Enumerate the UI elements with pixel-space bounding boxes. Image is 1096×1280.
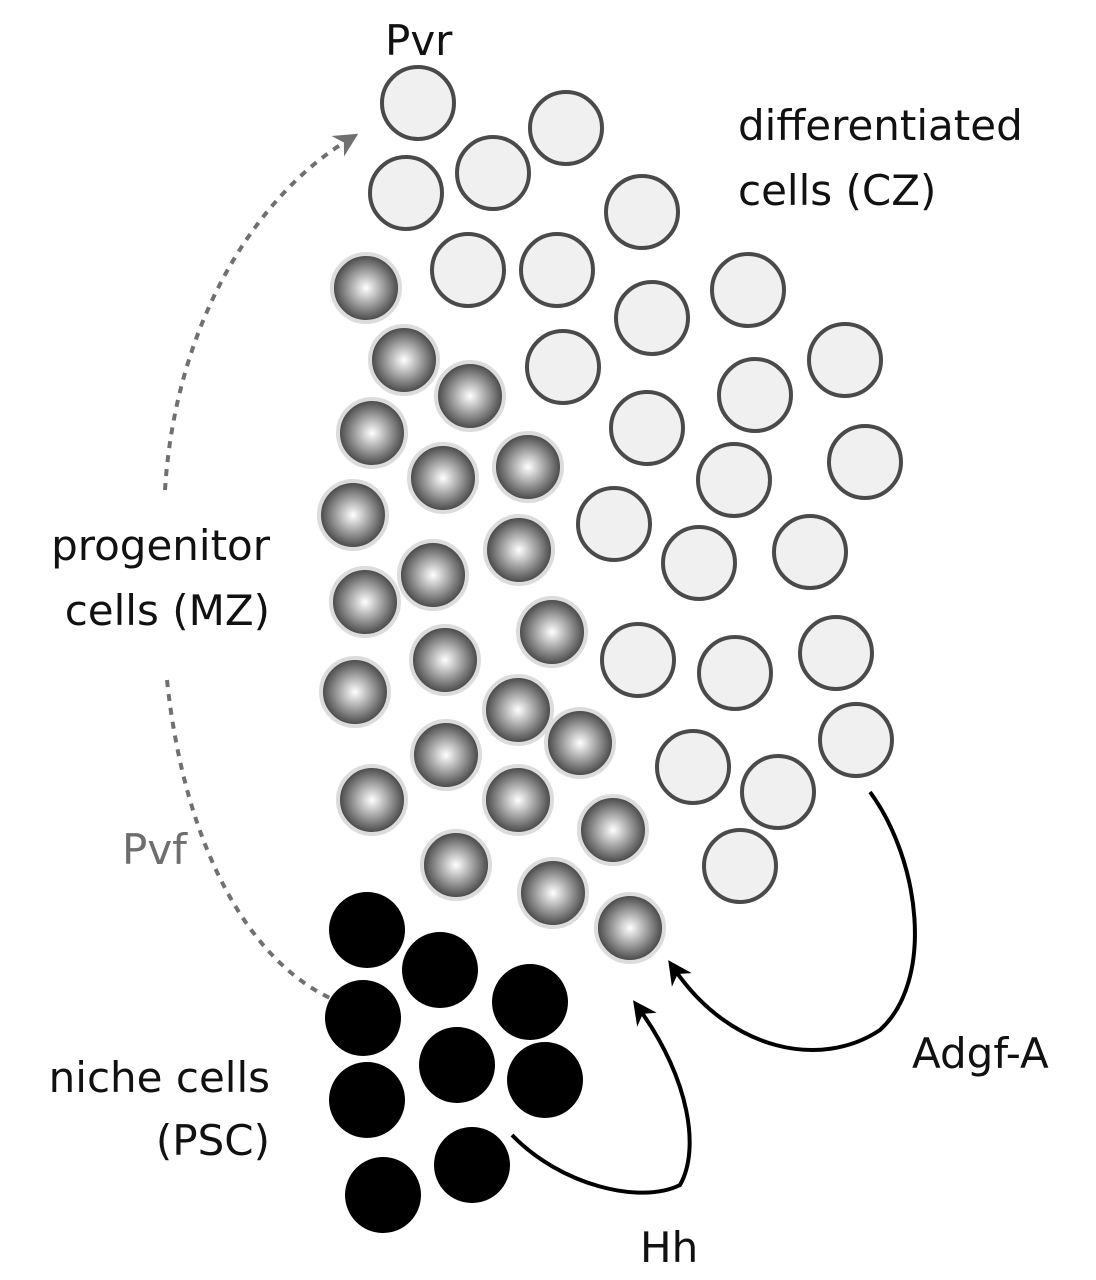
differentiated-cell — [807, 322, 883, 398]
adgf-arrow — [668, 790, 917, 1052]
differentiated-cell — [717, 357, 793, 433]
niche-cells — [325, 892, 583, 1233]
differentiated-cell — [525, 329, 601, 405]
progenitor-cell — [329, 566, 401, 638]
differentiated-cell — [576, 486, 652, 562]
niche-label-line2: (PSC) — [156, 1116, 270, 1165]
niche-cell — [434, 1127, 510, 1203]
progenitor-cell — [407, 442, 479, 514]
progenitor-cell — [319, 656, 391, 728]
progenitor-cell — [397, 539, 469, 611]
differentiated-cell — [697, 635, 773, 711]
progenitor-cell — [594, 892, 666, 964]
pvf-label: Pvf — [122, 825, 188, 874]
hh-arrow — [510, 1000, 692, 1195]
differentiated-label-line1: differentiated — [738, 101, 1023, 150]
niche-cell — [492, 964, 568, 1040]
progenitor-cell — [482, 764, 554, 836]
pvf-dashed-arrow-lower — [165, 679, 331, 1000]
hh-label: Hh — [640, 1223, 698, 1272]
progenitor-cell — [336, 764, 408, 836]
differentiated-cells — [368, 65, 903, 904]
differentiated-cell — [528, 90, 604, 166]
differentiated-cell — [368, 155, 444, 231]
niche-cell — [402, 932, 478, 1008]
differentiated-cell — [655, 729, 731, 805]
progenitor-label-line1: progenitor — [51, 521, 271, 570]
differentiated-cell — [710, 252, 786, 328]
pvr-label: Pvr — [385, 16, 453, 65]
progenitor-cell — [577, 794, 649, 866]
differentiated-cell — [818, 702, 894, 778]
niche-cell — [325, 980, 401, 1056]
differentiated-cell — [740, 754, 816, 830]
differentiated-cell — [430, 232, 506, 308]
progenitor-cell — [368, 324, 440, 396]
differentiated-cell — [614, 280, 690, 356]
progenitor-cell — [516, 596, 588, 668]
differentiated-cell — [696, 442, 772, 518]
niche-cell — [329, 1062, 405, 1138]
niche-cell — [419, 1027, 495, 1103]
progenitor-cells — [317, 252, 666, 964]
progenitor-cell — [517, 857, 589, 929]
niche-label-line1: niche cells — [49, 1053, 270, 1102]
differentiated-cell — [827, 424, 903, 500]
progenitor-cell — [330, 252, 402, 324]
progenitor-cell — [483, 514, 555, 586]
progenitor-cell — [434, 360, 506, 432]
differentiated-cell — [380, 65, 456, 141]
niche-cell — [345, 1157, 421, 1233]
progenitor-cell — [544, 707, 616, 779]
niche-cell — [507, 1042, 583, 1118]
progenitor-cell — [317, 479, 389, 551]
differentiated-label-line2: cells (CZ) — [738, 166, 936, 215]
progenitor-cell — [409, 624, 481, 696]
progenitor-label-line2: cells (MZ) — [65, 586, 270, 635]
niche-cell — [329, 892, 405, 968]
progenitor-cell — [410, 719, 482, 791]
differentiated-cell — [798, 615, 874, 691]
differentiated-cell — [661, 525, 737, 601]
differentiated-cell — [609, 390, 685, 466]
progenitor-cell — [336, 397, 408, 469]
differentiated-cell — [772, 514, 848, 590]
progenitor-cell — [482, 674, 554, 746]
progenitor-cell — [420, 829, 492, 901]
differentiated-cell — [600, 622, 676, 698]
adgf-label: Adgf-A — [912, 1029, 1049, 1078]
pvf-dashed-arrow-upper — [163, 133, 359, 491]
differentiated-cell — [702, 828, 778, 904]
differentiated-cell — [455, 135, 531, 211]
differentiated-cell — [519, 232, 595, 308]
differentiated-cell — [604, 174, 680, 250]
progenitor-cell — [492, 431, 564, 503]
